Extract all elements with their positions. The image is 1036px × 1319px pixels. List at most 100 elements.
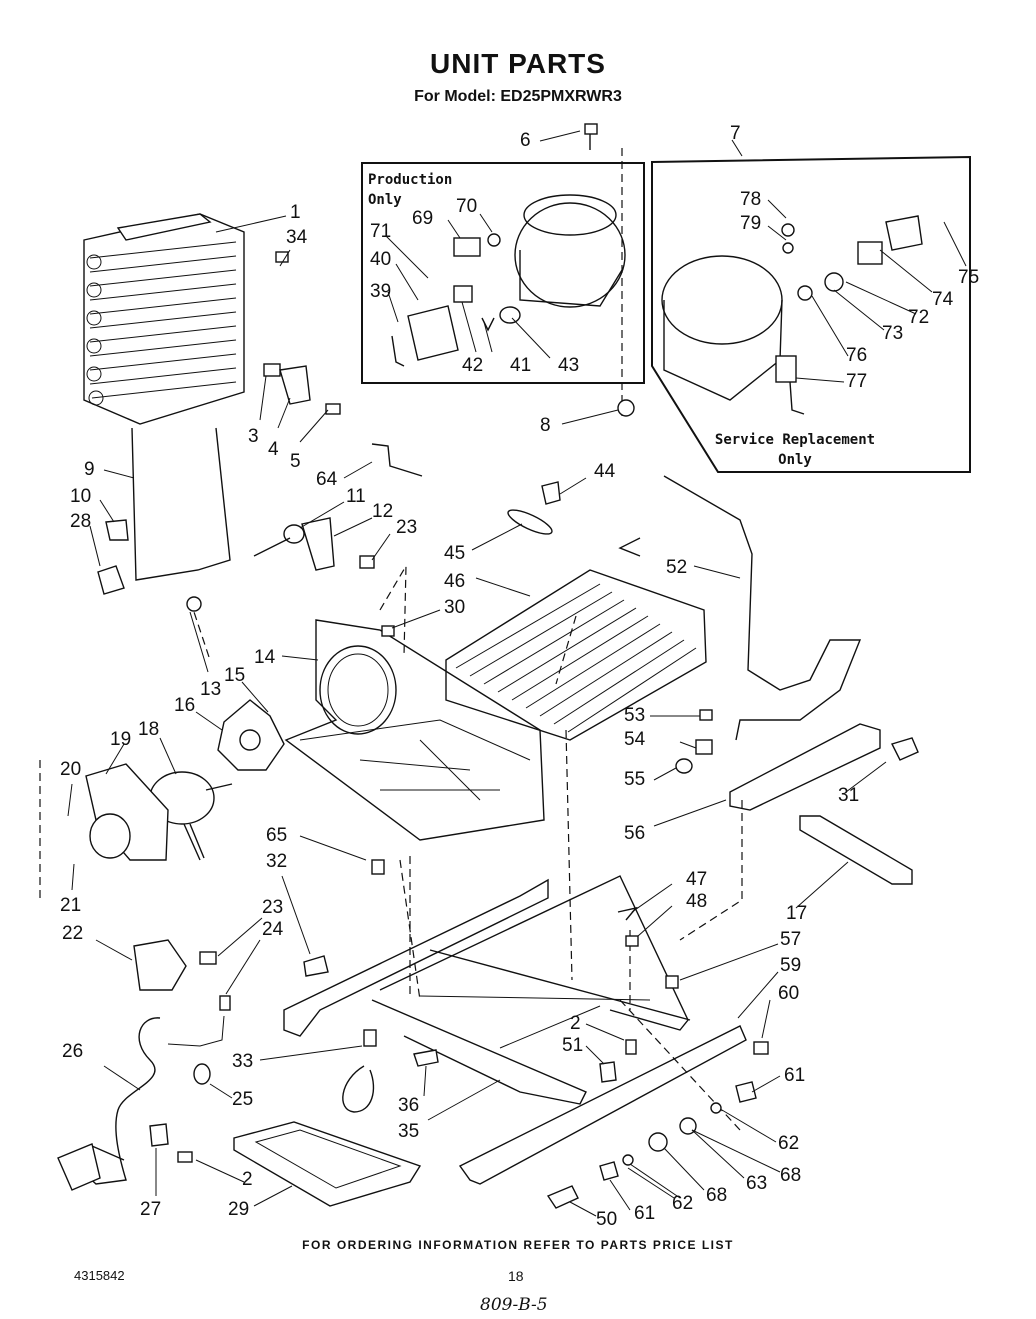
handwritten-note: 809-B-5 xyxy=(480,1295,548,1315)
callout-69: 69 xyxy=(412,208,434,229)
callout-32: 32 xyxy=(266,851,288,872)
cover-40 xyxy=(407,305,459,361)
base-frame xyxy=(283,875,747,1185)
callout-5: 5 xyxy=(290,451,301,472)
production-label-line1: Production xyxy=(368,172,453,188)
bracket-12 xyxy=(301,517,335,571)
callout-71: 71 xyxy=(370,221,392,242)
callout-13: 13 xyxy=(200,679,222,700)
callout-73: 73 xyxy=(882,323,904,344)
production-only-label: Production Only xyxy=(368,170,452,210)
model-subtitle: For Model: ED25PMXRWR3 xyxy=(414,88,622,105)
callout-31: 31 xyxy=(838,785,860,806)
callout-1: 1 xyxy=(290,202,301,223)
callout-15: 15 xyxy=(224,665,246,686)
callout-68b: 68 xyxy=(706,1185,728,1206)
cap-tube xyxy=(663,475,862,741)
callout-9: 9 xyxy=(84,459,95,480)
callout-61b: 61 xyxy=(634,1203,656,1224)
grommet-8 xyxy=(617,399,635,417)
callout-74: 74 xyxy=(932,289,954,310)
callout-14: 14 xyxy=(254,647,276,668)
service-replacement-box xyxy=(651,155,971,473)
callout-2a: 2 xyxy=(570,1013,581,1034)
screw-6 xyxy=(584,123,598,135)
callout-45: 45 xyxy=(444,543,466,564)
callout-56: 56 xyxy=(624,823,646,844)
callout-51: 51 xyxy=(562,1035,584,1056)
page-title: UNIT PARTS xyxy=(430,48,606,79)
condenser-coil xyxy=(83,213,245,425)
callout-16: 16 xyxy=(174,695,196,716)
callout-62b: 62 xyxy=(672,1193,694,1214)
clip-31 xyxy=(891,737,919,761)
callout-63a: 63 xyxy=(746,1173,768,1194)
evaporator-coil xyxy=(445,509,707,741)
callout-47: 47 xyxy=(686,869,708,890)
callout-27: 27 xyxy=(140,1199,162,1220)
strap-17 xyxy=(799,815,913,885)
callout-19: 19 xyxy=(110,729,132,750)
callout-59: 59 xyxy=(780,955,802,976)
callout-76: 76 xyxy=(846,345,868,366)
callout-44: 44 xyxy=(594,461,616,482)
callout-4: 4 xyxy=(268,439,279,460)
callout-21: 21 xyxy=(60,895,82,916)
drain-pan xyxy=(233,1121,422,1207)
callout-26: 26 xyxy=(62,1041,84,1062)
callout-30: 30 xyxy=(444,597,466,618)
callout-39: 39 xyxy=(370,281,392,302)
callout-25: 25 xyxy=(232,1089,254,1110)
callout-50: 50 xyxy=(596,1209,618,1230)
callout-43: 43 xyxy=(558,355,580,376)
callout-60: 60 xyxy=(778,983,800,1004)
callout-24: 24 xyxy=(262,919,284,940)
callout-8: 8 xyxy=(540,415,551,436)
compressor-service xyxy=(661,215,923,415)
callout-42: 42 xyxy=(462,355,484,376)
page-number: 18 xyxy=(508,1268,524,1284)
service-label-line2: Only xyxy=(778,452,812,468)
clip-64 xyxy=(371,443,423,477)
callout-3: 3 xyxy=(248,426,259,447)
clip-44 xyxy=(541,481,561,505)
callout-54: 54 xyxy=(624,729,646,750)
callout-46: 46 xyxy=(444,571,466,592)
relay-69 xyxy=(453,237,481,257)
callout-61a: 61 xyxy=(784,1065,806,1086)
callout-12: 12 xyxy=(372,501,394,522)
callout-77: 77 xyxy=(846,371,868,392)
callout-78: 78 xyxy=(740,189,762,210)
ordering-note: FOR ORDERING INFORMATION REFER TO PARTS … xyxy=(302,1238,734,1252)
power-cord xyxy=(68,1017,161,1185)
callout-65: 65 xyxy=(266,825,288,846)
callout-48: 48 xyxy=(686,891,708,912)
callout-68a: 68 xyxy=(780,1165,802,1186)
callout-72: 72 xyxy=(908,307,930,328)
document-number: 4315842 xyxy=(74,1268,125,1283)
callout-22: 22 xyxy=(62,923,84,944)
part-70 xyxy=(487,233,501,247)
overload-42 xyxy=(453,285,473,303)
callout-23b: 23 xyxy=(262,897,284,918)
callout-23a: 23 xyxy=(396,517,418,538)
terminal-cover-22 xyxy=(133,939,187,991)
callout-64: 64 xyxy=(316,469,338,490)
callout-10: 10 xyxy=(70,486,92,507)
callout-62a: 62 xyxy=(778,1133,800,1154)
callout-75: 75 xyxy=(958,267,980,288)
condenser-tube xyxy=(131,427,231,581)
compressor-production xyxy=(514,148,626,420)
callout-29: 29 xyxy=(228,1199,250,1220)
callout-7: 7 xyxy=(730,123,741,144)
callout-53: 53 xyxy=(624,705,646,726)
callout-55: 55 xyxy=(624,769,646,790)
screw-23 xyxy=(359,555,375,569)
callout-36: 36 xyxy=(398,1095,420,1116)
callout-28: 28 xyxy=(70,511,92,532)
callout-11: 11 xyxy=(346,486,366,507)
production-only-box xyxy=(361,162,645,384)
callout-79: 79 xyxy=(740,213,762,234)
callout-2b: 2 xyxy=(242,1169,253,1190)
